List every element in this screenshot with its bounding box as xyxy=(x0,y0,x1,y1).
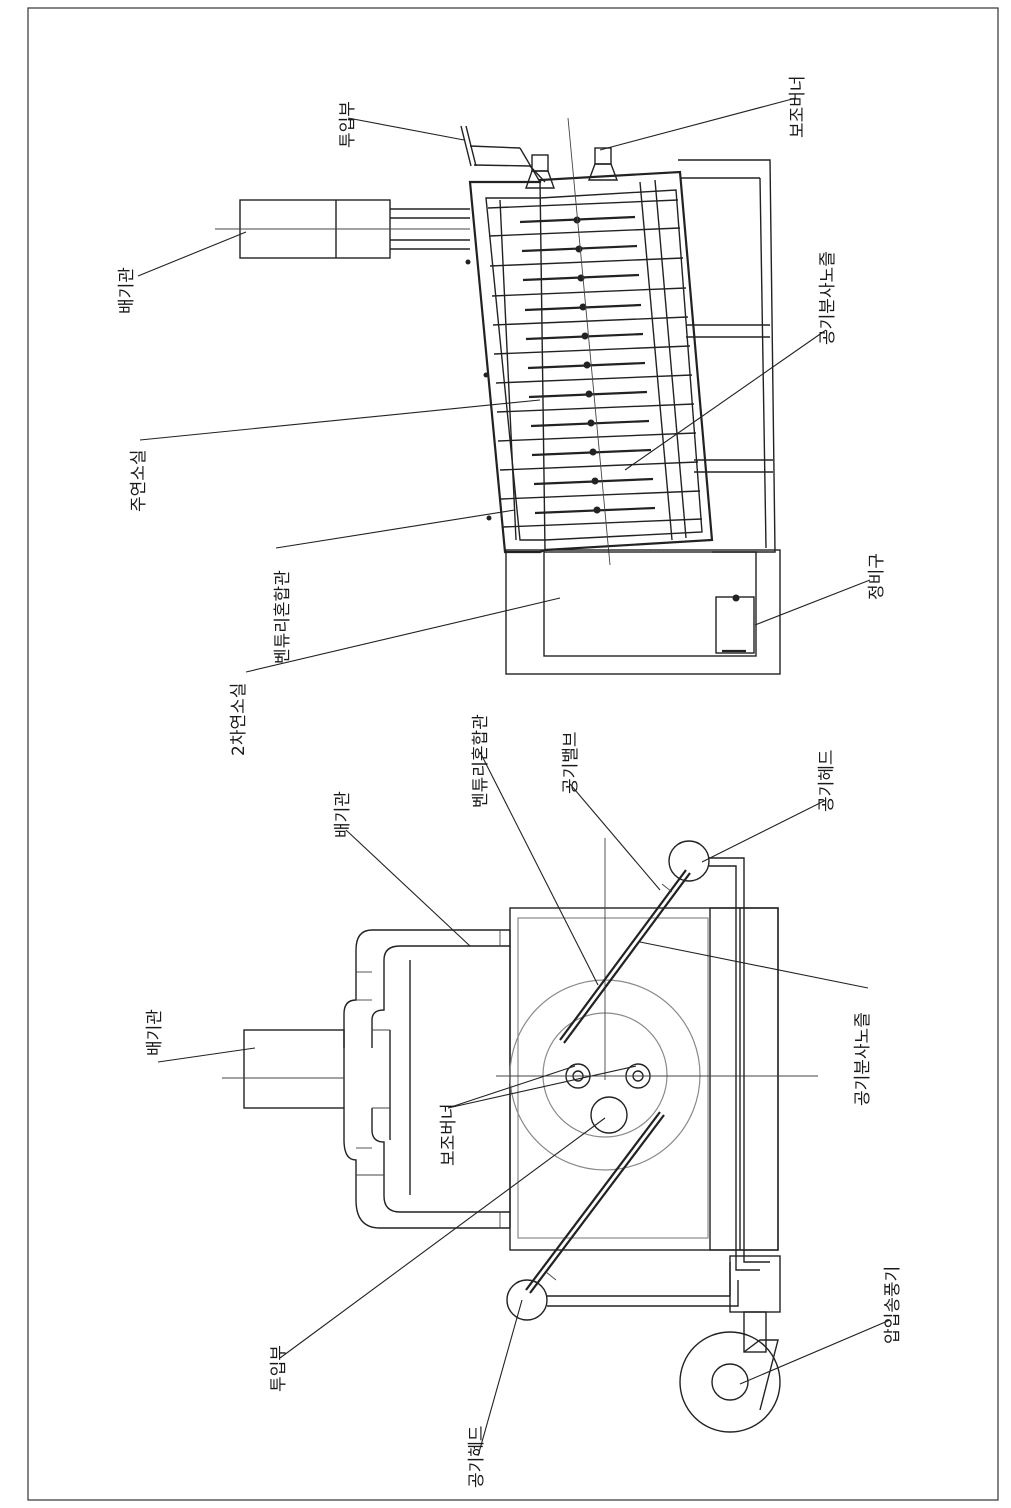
leader-lines xyxy=(137,97,891,1457)
label-top-air-nozzle: 공기분사노즐 xyxy=(818,251,838,345)
label-bot-air-header-right: 공기헤드 xyxy=(817,749,837,812)
label-top-exhaust: 배기관 xyxy=(117,267,137,314)
label-bot-inlet: 투입부 xyxy=(269,1345,289,1392)
label-top-primary-chamber: 주연소실 xyxy=(129,449,149,512)
top-inlet-hopper xyxy=(460,125,546,183)
label-bot-venturi: 벤튜리혼합관 xyxy=(471,714,491,808)
label-bot-blower: 압입송풍기 xyxy=(883,1266,903,1344)
top-aux-burners xyxy=(525,147,619,189)
bottom-view xyxy=(222,838,818,1433)
label-top-inlet: 투입부 xyxy=(338,101,358,148)
top-support-frame xyxy=(678,159,776,553)
bot-exhaust-duct xyxy=(343,929,511,1229)
label-bot-exhaust-branch: 배기관 xyxy=(333,791,353,838)
top-secondary-chamber xyxy=(505,549,781,675)
label-top-aux-burner: 보조버너 xyxy=(788,75,808,138)
label-bot-aux-burner: 보조버너 xyxy=(439,1103,459,1166)
top-exhaust-stack xyxy=(215,199,470,259)
bot-blower xyxy=(679,1331,781,1433)
label-bot-exhaust-main: 배기관 xyxy=(145,1009,165,1056)
label-top-venturi: 벤튜리혼합관 xyxy=(273,570,293,664)
top-main-housing xyxy=(468,170,714,554)
top-nozzle-tubes xyxy=(465,117,703,566)
bot-exhaust-stack xyxy=(222,1029,345,1109)
bot-chamber xyxy=(509,907,779,1251)
top-view xyxy=(215,117,781,675)
label-top-inspection-port: 정비구 xyxy=(867,553,887,600)
label-top-secondary-chamber: 2차연소실 xyxy=(229,683,249,756)
label-bot-air-nozzle: 공기분사노즐 xyxy=(853,1012,873,1106)
bot-burner-circles xyxy=(496,838,818,1171)
label-bot-air-header-left: 공기헤드 xyxy=(467,1425,487,1488)
labels: 배기관 투입부 보조버너 공기분사노즐 주연소실 벤튜리혼합관 정비구 2차연소… xyxy=(117,75,903,1488)
page-border xyxy=(27,7,999,1501)
label-bot-air-valve: 공기밸브 xyxy=(561,731,581,794)
bot-venturi-tubes xyxy=(525,869,691,1294)
bot-air-piping xyxy=(506,840,781,1353)
